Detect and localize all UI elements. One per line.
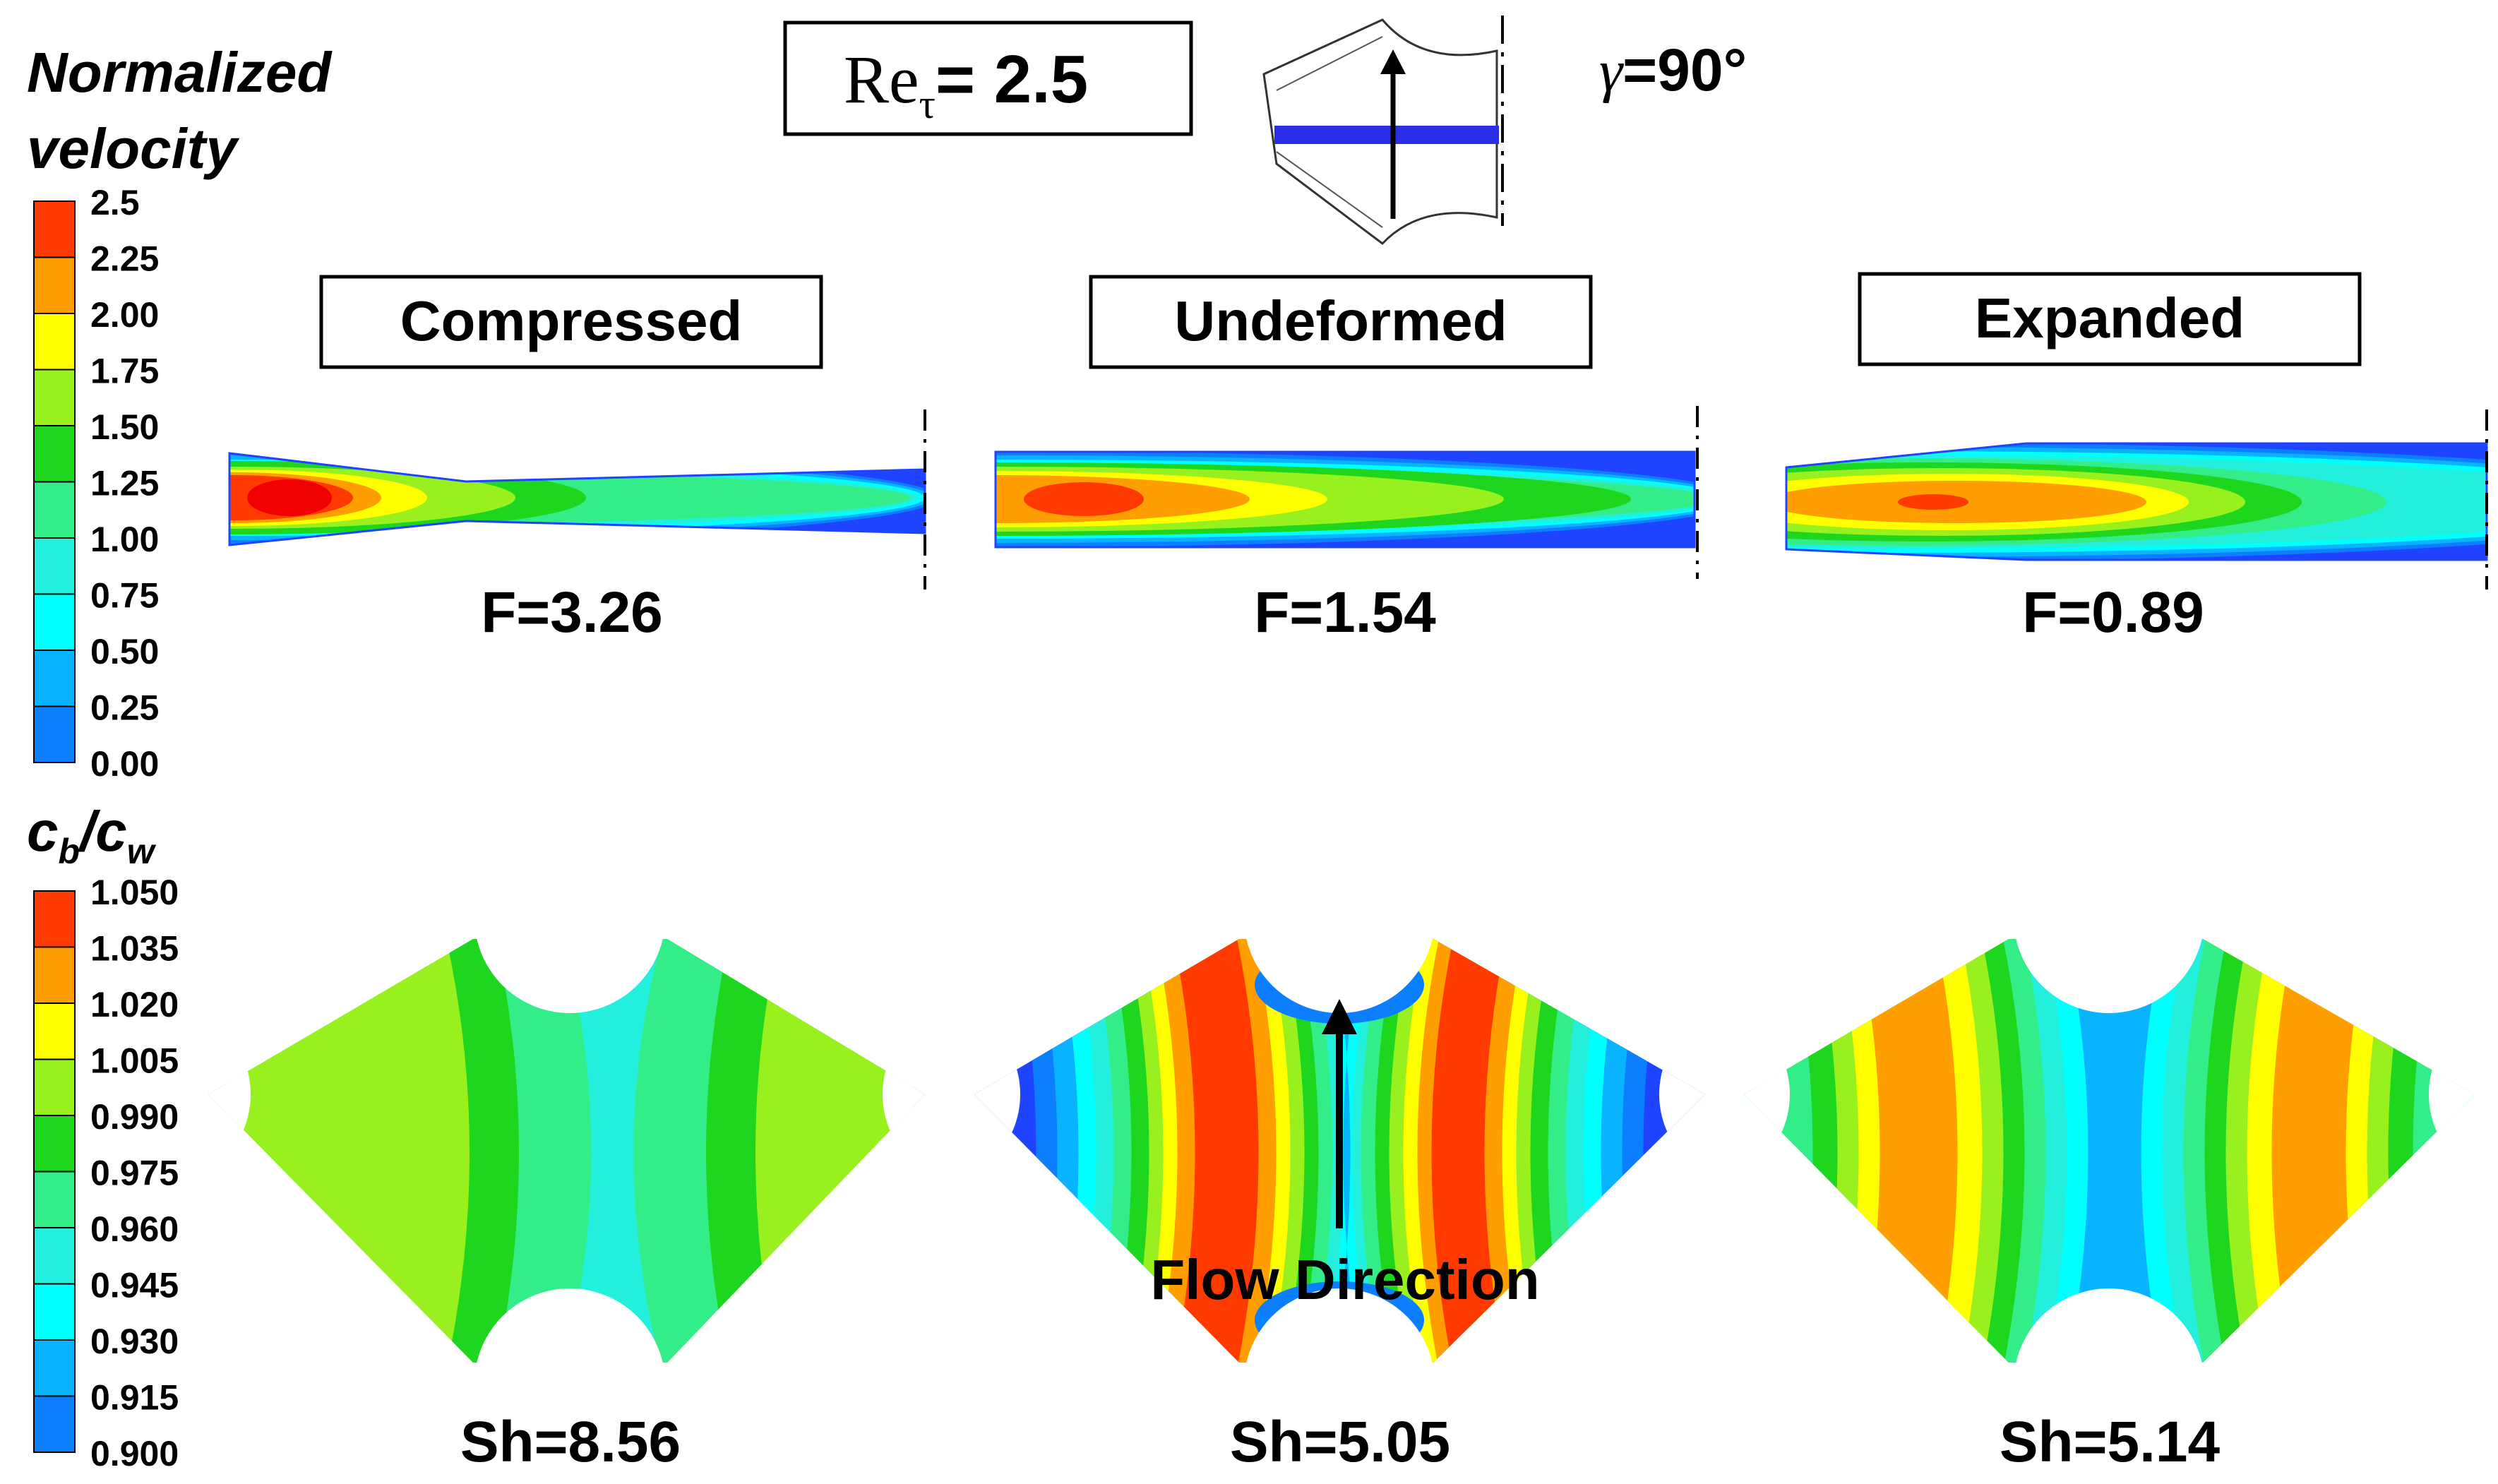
velocity-colorbar-tick-label: 1.00	[90, 520, 159, 559]
concentration-colorbar-segment	[33, 1395, 76, 1453]
concentration-field-expanded	[1744, 939, 2475, 1363]
velocity-field-expanded	[1785, 409, 2488, 590]
concentration-colorbar-tick-label: 0.990	[90, 1097, 179, 1137]
velocity-colorbar-segment	[33, 201, 76, 258]
velocity-colorbar-segment	[33, 593, 76, 651]
velocity-colorbar-tick-label: 2.5	[90, 183, 140, 222]
velocity-colorbar-segment	[33, 650, 76, 707]
concentration-colorbar-segment	[33, 1283, 76, 1341]
concentration-colorbar	[33, 890, 76, 1453]
velocity-legend-title-line2: velocity	[27, 117, 239, 180]
concentration-colorbar-tick-label: 1.020	[90, 985, 179, 1024]
concentration-colorbar-tick-label: 0.915	[90, 1378, 179, 1418]
velocity-colorbar-segment	[33, 705, 76, 763]
velocity-contours-undeformed	[996, 452, 1695, 547]
concentration-colorbar-tick-label: 0.975	[90, 1154, 179, 1193]
concentration-colorbar-tick-label: 0.900	[90, 1434, 179, 1473]
concentration-colorbar-segment	[33, 1171, 76, 1228]
concentration-colorbar-segment	[33, 1227, 76, 1285]
concentration-colorbar-tick-label: 1.005	[90, 1041, 179, 1081]
velocity-colorbar-segment	[33, 369, 76, 426]
flow-direction-label: Flow Direction	[1150, 1248, 1539, 1311]
friction-factor-expanded: F=0.89	[2022, 580, 2204, 645]
velocity-field-undeformed	[994, 406, 1699, 579]
sherwood-undeformed: Sh=5.05	[1230, 1410, 1450, 1474]
velocity-colorbar-segment	[33, 313, 76, 371]
concentration-colorbar-tick-label: 0.930	[90, 1322, 179, 1361]
velocity-colorbar-tick-label: 1.50	[90, 407, 159, 447]
panel-undeformed-header: Undeformed	[1089, 275, 1593, 369]
velocity-field-compressed	[228, 409, 926, 590]
concentration-colorbar-tick-label: 0.960	[90, 1209, 179, 1249]
concentration-colorbar-labels: 1.050 1.035 1.020 1.005 0.990 0.975 0.960 0.945…	[90, 873, 179, 1473]
velocity-legend-title-line1: Normalized	[27, 41, 333, 104]
concentration-legend: cb/cw 1.050 1.035 1.020 1.005 0.990 0.975 0.96…	[27, 800, 179, 1473]
concentration-colorbar-segment	[33, 1339, 76, 1397]
velocity-colorbar-tick-label: 0.25	[90, 688, 159, 728]
concentration-colorbar-segment	[33, 890, 76, 948]
concentration-field-undeformed: Flow Direction	[974, 939, 1705, 1363]
concentration-contours-compressed	[208, 939, 925, 1363]
unit-cell-schematic	[1262, 16, 1504, 246]
velocity-colorbar-tick-label: 1.75	[90, 352, 159, 391]
undeformed-label-box	[1089, 275, 1593, 369]
velocity-colorbar-tick-label: 2.00	[90, 295, 159, 335]
friction-factor-compressed: F=3.26	[481, 580, 663, 645]
undeformed-label: Undeformed	[1174, 289, 1507, 352]
velocity-colorbar-segment	[33, 256, 76, 314]
sherwood-expanded: Sh=5.14	[2000, 1410, 2221, 1474]
reynolds-label: Reτ= 2.5	[844, 42, 1088, 127]
panel-expanded-header: Expanded	[1858, 272, 2362, 366]
schematic-plane	[1274, 126, 1499, 144]
concentration-colorbar-tick-label: 1.050	[90, 873, 179, 912]
sherwood-compressed: Sh=8.56	[460, 1410, 681, 1474]
velocity-colorbar-tick-label: 0.50	[90, 632, 159, 671]
velocity-colorbar-segment	[33, 481, 76, 539]
compressed-label: Compressed	[400, 289, 743, 352]
concentration-contours-expanded	[1744, 939, 2475, 1363]
expanded-label: Expanded	[1975, 287, 2245, 349]
concentration-colorbar-segment	[33, 946, 76, 1004]
reynolds-box-frame	[783, 20, 1193, 136]
flow-direction-arrowhead	[1322, 999, 1357, 1034]
concentration-colorbar-segment	[33, 1115, 76, 1173]
gamma-label: γ=90°	[1599, 37, 1747, 104]
velocity-colorbar	[33, 201, 76, 763]
velocity-colorbar-labels: 2.5 2.25 2.00 1.75 1.50 1.25 1.00 0.75 0.50 0.25 0…	[90, 183, 159, 784]
concentration-colorbar-segment	[33, 1058, 76, 1116]
compressed-label-box	[319, 275, 823, 369]
friction-factor-undeformed: F=1.54	[1254, 580, 1436, 645]
velocity-colorbar-segment	[33, 425, 76, 483]
velocity-colorbar-tick-label: 0.00	[90, 744, 159, 784]
concentration-colorbar-tick-label: 0.945	[90, 1266, 179, 1305]
velocity-contours-expanded	[1786, 443, 2487, 560]
expanded-label-box	[1858, 272, 2362, 366]
schematic-arrow-head	[1380, 49, 1406, 74]
concentration-legend-title: cb/cw	[27, 800, 157, 871]
concentration-field-compressed	[208, 939, 925, 1363]
panel-compressed-header: Compressed	[319, 275, 823, 369]
concentration-colorbar-tick-label: 1.035	[90, 929, 179, 969]
velocity-colorbar-tick-label: 2.25	[90, 239, 159, 279]
reynolds-box: Reτ= 2.5	[783, 20, 1193, 136]
velocity-colorbar-tick-label: 0.75	[90, 576, 159, 616]
concentration-colorbar-segment	[33, 1003, 76, 1060]
velocity-colorbar-segment	[33, 537, 76, 595]
concentration-contours-undeformed	[974, 939, 1705, 1363]
velocity-legend: Normalized velocity 2.5 2.25 2.00 1.75 1.50 1…	[27, 41, 333, 784]
velocity-colorbar-tick-label: 1.25	[90, 464, 159, 503]
